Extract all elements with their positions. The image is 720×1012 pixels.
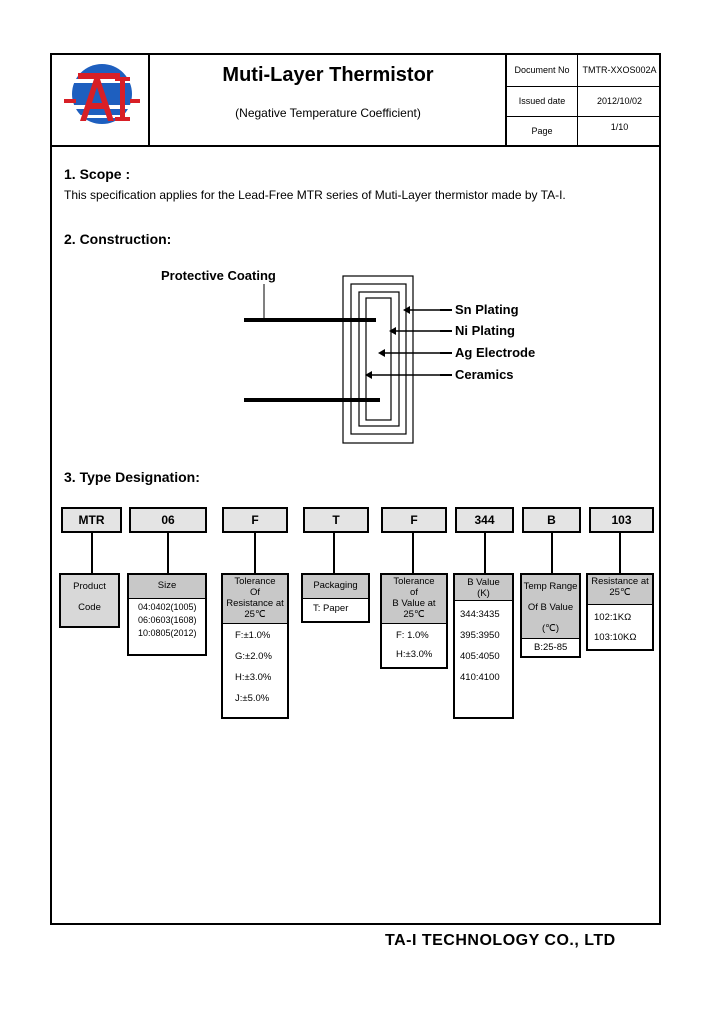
desc-head: Temp Range Of B Value (℃) [522,575,579,639]
connector-line [91,533,93,573]
desc-head: Resistance at 25℃ [588,575,652,605]
desc-row: F: 1.0% [396,630,429,641]
desc-row: B:25-85 [534,642,568,653]
desc-row: 405:4050 [460,651,500,662]
desc-row: 10:0805(2012) [138,628,197,638]
construction-heading: 2. Construction: [64,231,172,247]
desc-head-line: of [410,587,418,598]
connector-line [254,533,256,573]
scope-heading: 1. Scope : [64,166,131,182]
ag-electrode-label: Ag Electrode [455,345,536,360]
ni-arrow-line [440,330,452,332]
code-box-b-value: 344 [455,507,514,533]
issued-date-value: 2012/10/02 [596,96,643,106]
issued-date-label: Issued date [518,96,566,106]
connector-line [167,533,169,573]
desc-row: 06:0603(1608) [138,615,197,625]
connector-line [333,533,335,573]
sn-arrow-line [440,309,452,311]
desc-head-line: Product [73,581,106,592]
desc-head-line: (K) [477,588,490,599]
desc-box-packaging: Packaging T: Paper [301,573,370,623]
desc-head-line: 25℃ [609,587,631,598]
scope-text: This specification applies for the Lead-… [64,188,566,202]
sn-plating-label: Sn Plating [455,302,519,317]
desc-head-line: Of B Value [527,602,574,613]
desc-head: Tolerance of B Value at 25℃ [382,575,446,624]
code-box-packaging: T [303,507,369,533]
doc-no-label: Document No [514,65,570,75]
desc-box-b-tolerance: Tolerance of B Value at 25℃ F: 1.0% H:±3… [380,573,448,669]
desc-head-line: B Value at [392,598,436,609]
desc-head: Tolerance Of Resistance at 25℃ [223,575,287,624]
desc-head-line: Temp Range [523,581,578,592]
desc-row: J:±5.0% [235,693,270,704]
company-footer: TA-I TECHNOLOGY CO., LTD [385,932,616,949]
desc-row: G:±2.0% [235,651,272,662]
page-value: 1/10 [610,122,629,132]
desc-head-line: Packaging [303,575,368,599]
type-designation-heading: 3. Type Designation: [64,469,200,485]
company-logo [64,61,144,129]
ag-arrow-line [440,352,452,354]
desc-row: 102:1KΩ [594,612,632,623]
desc-row: 04:0402(1005) [138,602,197,612]
desc-head-line: Resistance at [226,598,284,609]
desc-head-line: B Value [467,577,500,588]
desc-head-line: Of [249,587,261,598]
info-row-divider-1 [505,86,661,87]
desc-box-resistance: Resistance at 25℃ 102:1KΩ 103:10KΩ [586,573,654,651]
desc-head-line: Tolerance [393,576,435,587]
desc-head-line: (℃) [542,623,559,634]
desc-row: 395:3950 [460,630,500,641]
desc-row: 103:10KΩ [594,632,637,643]
connector-line [619,533,621,573]
code-box-temp-range: B [522,507,581,533]
ceramics-label: Ceramics [455,367,514,382]
connector-line [412,533,414,573]
desc-head: B Value (K) [455,575,512,601]
code-box-b-tolerance: F [381,507,447,533]
desc-row: F:±1.0% [235,630,271,641]
protective-coating-label: Protective Coating [161,268,276,283]
doc-no-value: TMTR-XXOS002A [582,65,657,75]
desc-head-line: 25℃ [244,609,266,620]
desc-row: 344:3435 [460,609,500,620]
connector-line [551,533,553,573]
desc-head-line: Resistance at [591,576,649,587]
logo-divider [148,53,150,147]
desc-box-b-value: B Value (K) 344:3435 395:3950 405:4050 4… [453,573,514,719]
title-divider [505,53,507,147]
logo-icon [64,64,140,124]
page-label: Page [531,126,553,136]
desc-head-line: Code [78,602,101,613]
header-divider [50,145,661,147]
desc-box-temp-range: Temp Range Of B Value (℃) B:25-85 [520,573,581,658]
desc-box-size: Size 04:0402(1005) 06:0603(1608) 10:0805… [127,573,207,656]
desc-row: 410:4100 [460,672,500,683]
code-box-size: 06 [129,507,207,533]
document-subtitle: (Negative Temperature Coefficient) [235,106,421,120]
desc-box-tolerance: Tolerance Of Resistance at 25℃ F:±1.0% G… [221,573,289,719]
desc-row: T: Paper [313,603,349,614]
info-divider [577,53,578,147]
document-title: Muti-Layer Thermistor [222,64,434,86]
page-frame [50,53,661,925]
construction-diagram [244,275,440,444]
desc-box-product-code: Product Code [59,573,120,628]
code-box-resistance: 103 [589,507,654,533]
desc-row: H:±3.0% [235,672,272,683]
code-box-tolerance: F [222,507,288,533]
desc-head-line: 25℃ [403,609,425,620]
code-box-mtr: MTR [61,507,122,533]
connector-line [484,533,486,573]
desc-row: H:±3.0% [396,649,433,660]
info-row-divider-2 [505,116,661,117]
ni-plating-label: Ni Plating [455,323,515,338]
ceramics-arrow-line [440,374,452,376]
desc-head-line: Size [129,575,205,599]
desc-head-line: Tolerance [234,576,276,587]
